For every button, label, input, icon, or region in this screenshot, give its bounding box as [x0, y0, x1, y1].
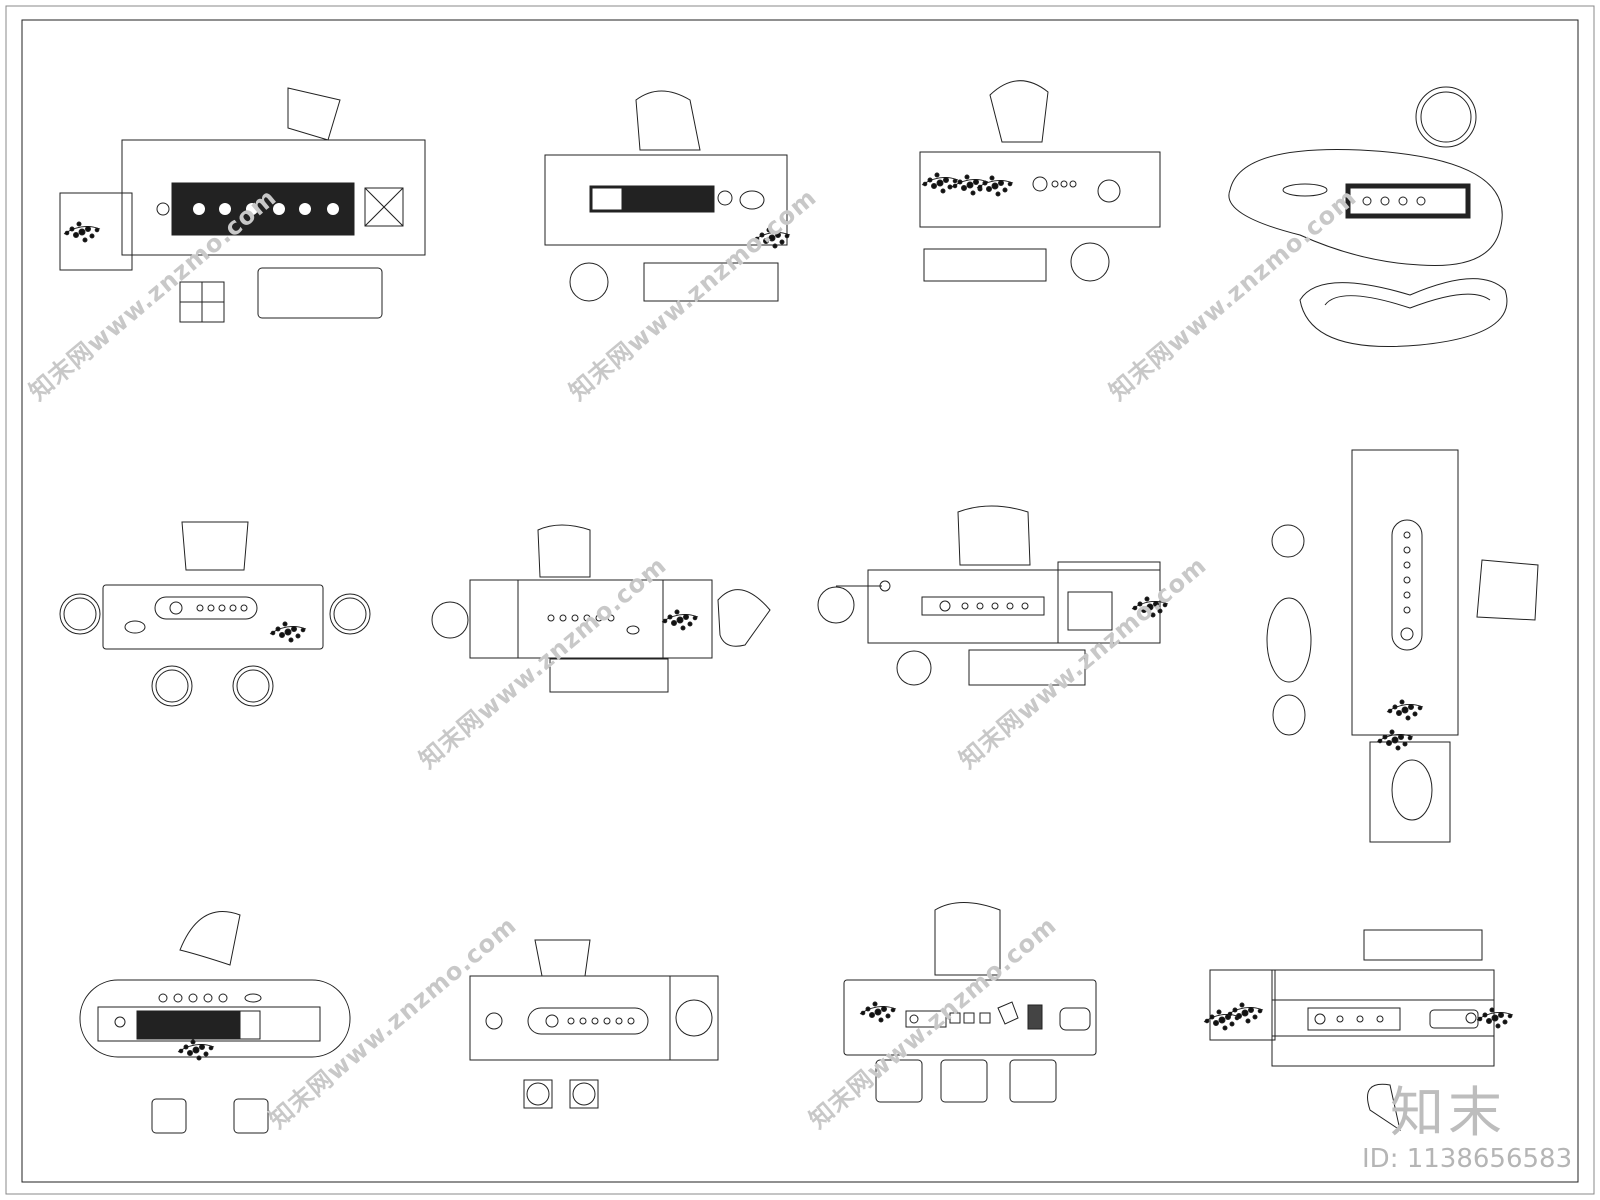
chair-icon — [957, 505, 1031, 566]
chair-icon — [1476, 559, 1539, 621]
image-id-label: ID: 1138656583 — [1362, 1144, 1573, 1174]
tea-table — [469, 579, 713, 659]
chair-icon — [934, 902, 1001, 976]
tea-table — [843, 979, 1097, 1056]
side-table — [1209, 969, 1276, 1041]
bench — [923, 248, 1047, 282]
tea-table — [79, 979, 351, 1058]
tea-table-set-12 — [1203, 929, 1514, 1132]
bench — [643, 262, 779, 302]
sofa — [1299, 278, 1508, 348]
stool-icon — [431, 601, 469, 639]
outer-border — [5, 5, 1595, 1195]
stool-icon — [940, 1059, 988, 1103]
stool-icon — [1070, 242, 1110, 282]
tea-table-set-6 — [431, 524, 771, 693]
stool-icon — [59, 593, 101, 635]
tea-table-set-7 — [817, 505, 1169, 686]
stool-icon — [232, 665, 274, 707]
chair-icon — [181, 521, 249, 571]
stool-icon — [201, 301, 225, 323]
stool-icon — [151, 1098, 187, 1134]
tea-table-set-10 — [469, 939, 719, 1109]
tea-table — [867, 569, 1161, 644]
tea-table — [919, 151, 1161, 228]
chair-icon — [635, 90, 701, 151]
tea-table — [102, 584, 324, 650]
stool-icon — [233, 1098, 269, 1134]
tea-table-set-5 — [59, 521, 371, 707]
stool-icon — [329, 593, 371, 635]
tea-table-set-9 — [79, 911, 351, 1134]
tea-set-icon — [136, 1010, 240, 1040]
bench — [1363, 929, 1483, 961]
stool-icon — [179, 301, 203, 323]
tea-table — [121, 139, 426, 256]
chair-icon — [179, 911, 241, 966]
chair-icon — [717, 589, 771, 647]
stool-icon — [179, 281, 203, 303]
bench — [257, 267, 383, 319]
stool-icon — [201, 281, 225, 303]
stool-icon — [1271, 524, 1305, 558]
chair-icon — [534, 939, 591, 977]
stool-icon — [1009, 1059, 1057, 1103]
chair-icon — [1415, 86, 1477, 148]
tea-table-set-1 — [59, 87, 426, 323]
stool-icon — [151, 665, 193, 707]
tea-table — [1228, 149, 1503, 267]
chair-icon — [989, 80, 1049, 143]
chair-icon — [287, 87, 341, 141]
chair-icon — [537, 524, 591, 578]
brand-logo: 知末 — [1390, 1081, 1506, 1144]
tea-table-set-2 — [544, 90, 791, 302]
tea-table-set-4 — [1228, 86, 1508, 348]
stool-icon — [896, 650, 932, 686]
lounge-chair — [1266, 597, 1312, 683]
stool-icon — [817, 586, 855, 624]
tea-table-set-8 — [1266, 449, 1539, 843]
bench — [549, 658, 669, 693]
square-box — [364, 187, 404, 227]
chair-icon — [1367, 1083, 1401, 1132]
stool-icon — [569, 1079, 599, 1109]
stool-icon — [569, 262, 609, 302]
tea-table-set-3 — [919, 80, 1161, 282]
tea-table — [544, 154, 788, 246]
stool-icon — [875, 1059, 923, 1103]
stool-icon — [523, 1079, 553, 1109]
bench — [968, 649, 1086, 686]
side-table — [59, 192, 133, 271]
inner-border — [21, 19, 1579, 1183]
tea-table-set-11 — [843, 902, 1097, 1103]
